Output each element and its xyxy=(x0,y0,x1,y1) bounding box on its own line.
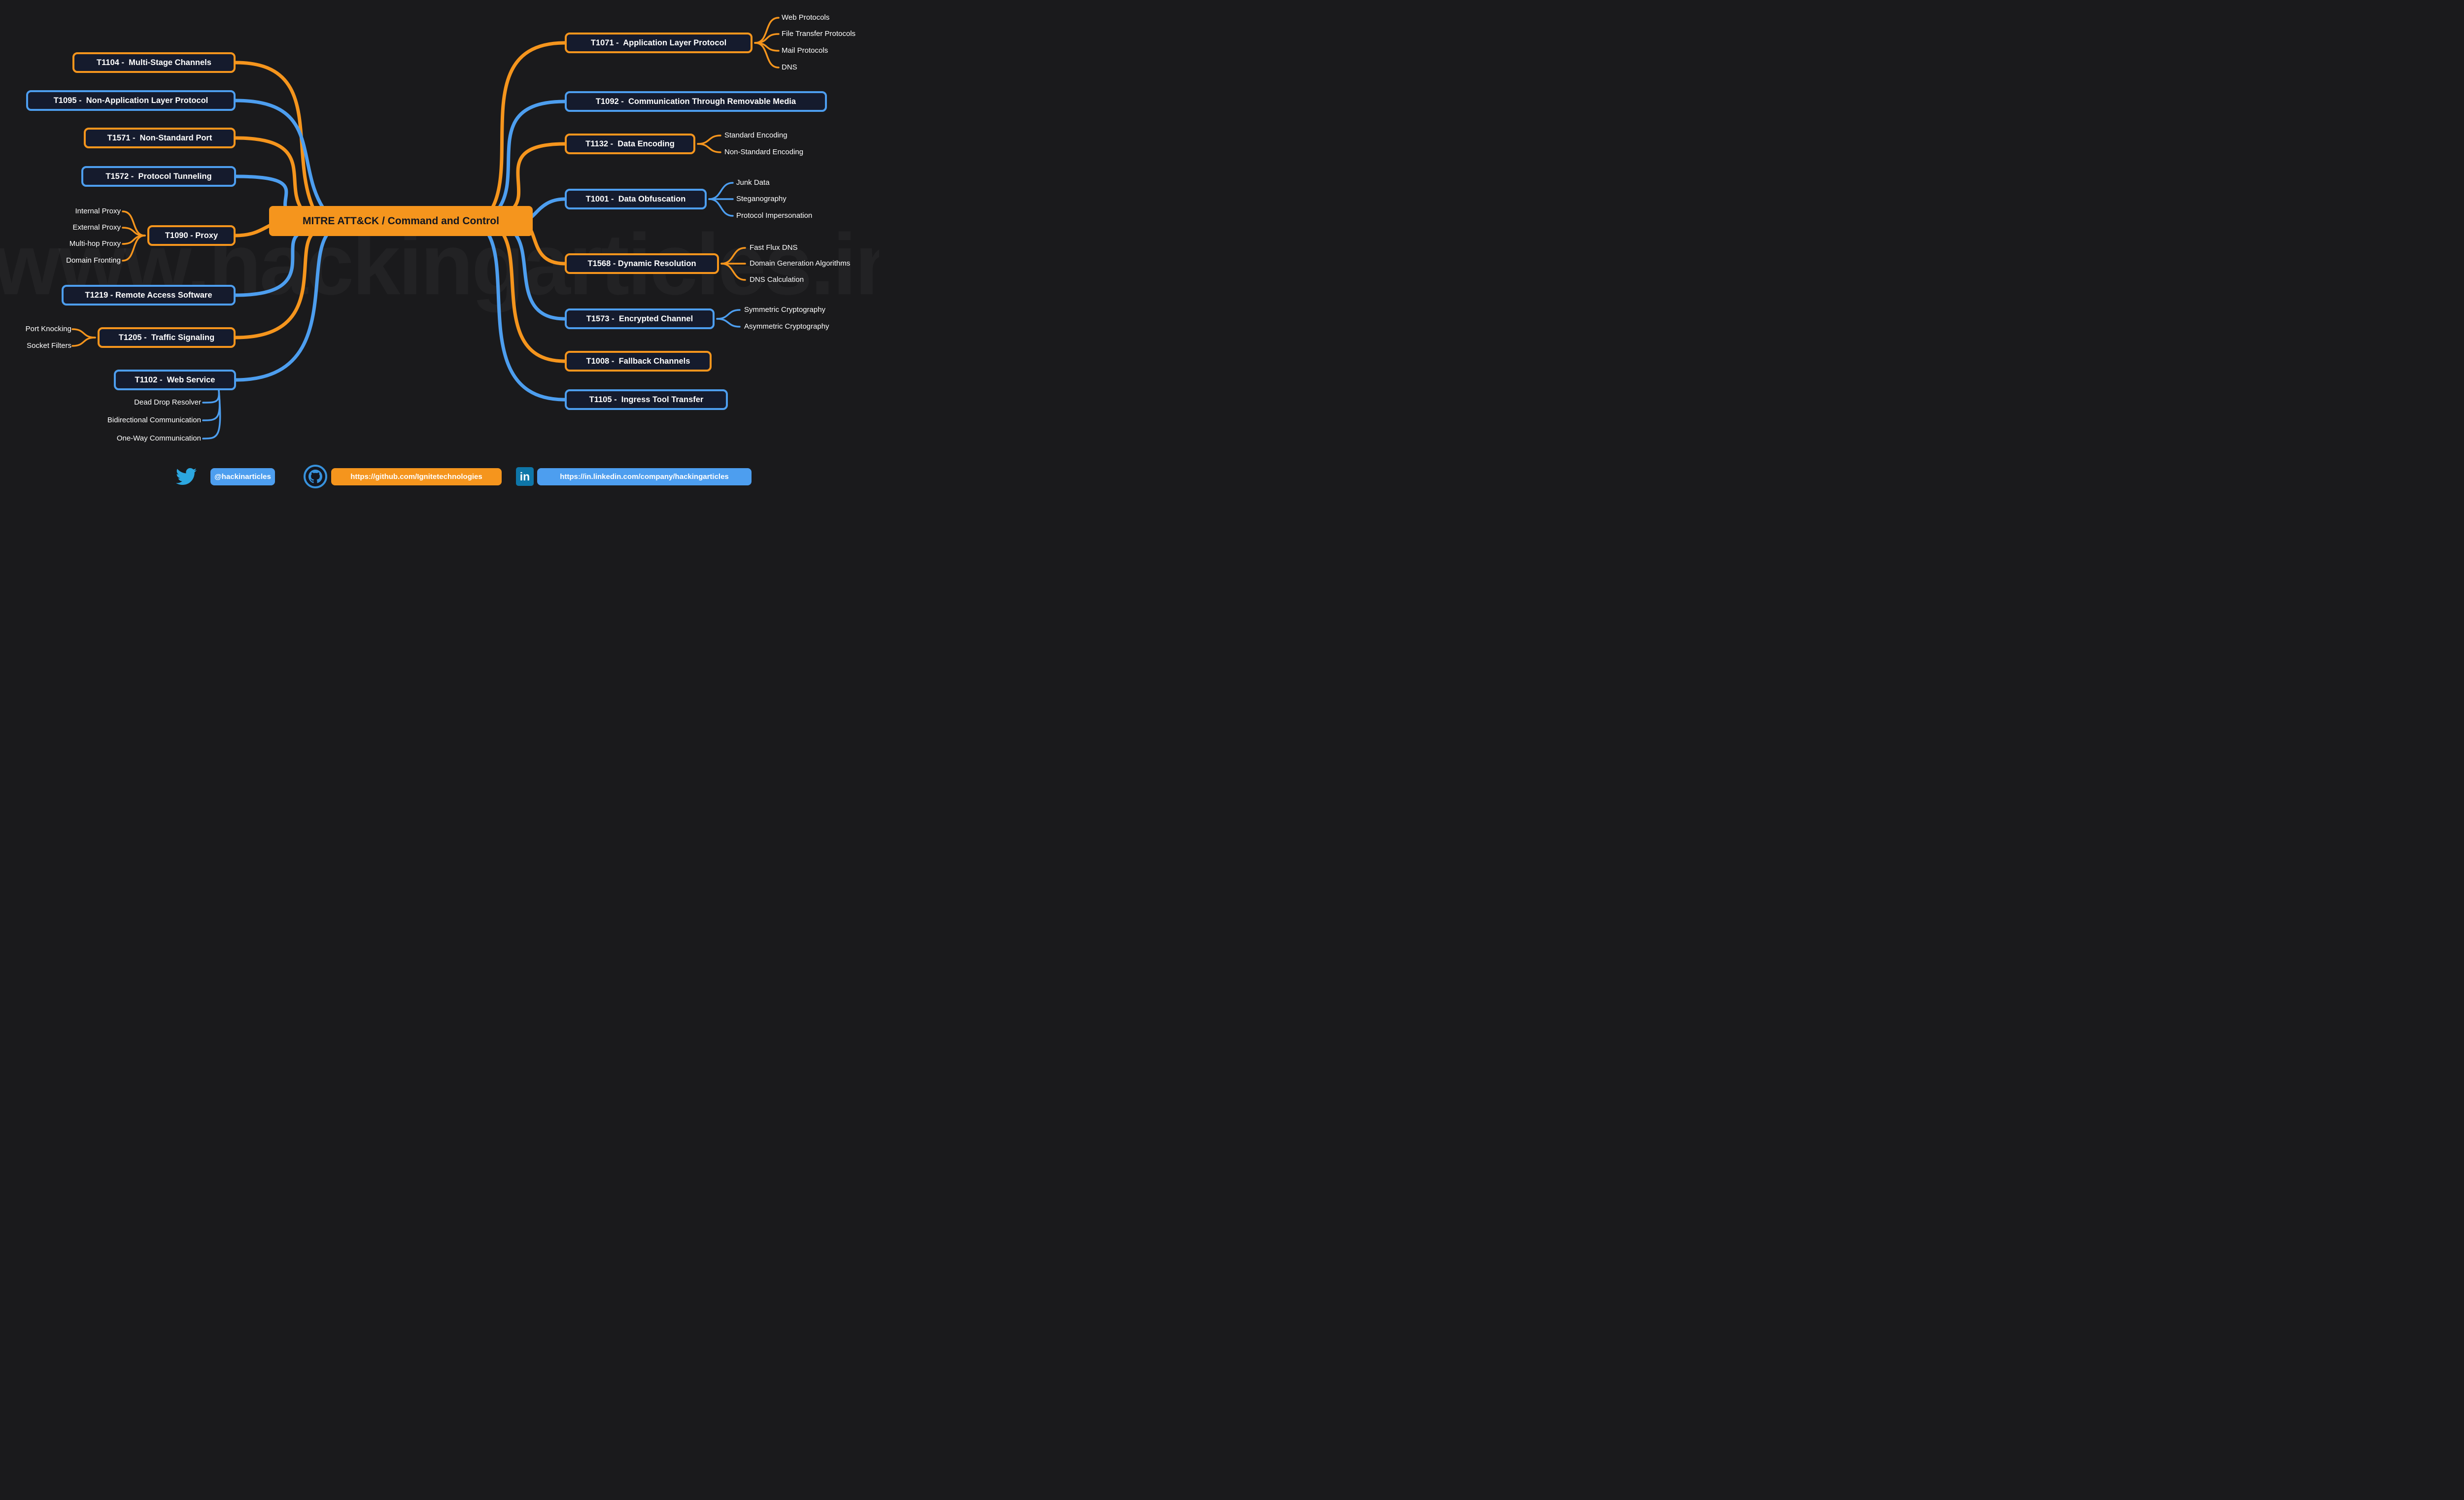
leaf-protocol-impersonation: Protocol Impersonation xyxy=(736,211,813,220)
leaf-non-standard-encoding: Non-Standard Encoding xyxy=(724,148,804,156)
twitter-handle-badge[interactable]: @hackinarticles xyxy=(210,468,275,485)
leaf-dead-drop-resolver: Dead Drop Resolver xyxy=(134,398,201,407)
leaf-steganography: Steganography xyxy=(736,195,787,203)
node-t1105: T1105 - Ingress Tool Transfer xyxy=(565,389,728,410)
t1102-child-branches xyxy=(202,389,221,440)
leaf-file-transfer-protocols: File Transfer Protocols xyxy=(782,30,856,38)
node-t1008: T1008 - Fallback Channels xyxy=(565,351,712,372)
node-t1132: T1132 - Data Encoding xyxy=(565,134,695,154)
mindmap-canvas: www.hackingarticles.in xyxy=(0,0,879,500)
node-t1071: T1071 - Application Layer Protocol xyxy=(565,33,753,53)
leaf-domain-generation-algorithms: Domain Generation Algorithms xyxy=(750,259,851,268)
leaf-asymmetric-cryptography: Asymmetric Cryptography xyxy=(744,322,829,331)
node-t1205: T1205 - Traffic Signaling xyxy=(98,327,236,348)
linkedin-url-badge[interactable]: https://in.linkedin.com/company/hackinga… xyxy=(537,468,752,485)
node-t1104: T1104 - Multi-Stage Channels xyxy=(72,52,236,73)
twitter-icon xyxy=(174,466,199,489)
github-url-badge[interactable]: https://github.com/Ignitetechnologies xyxy=(331,468,502,485)
node-t1001: T1001 - Data Obfuscation xyxy=(565,189,707,209)
center-node: MITRE ATT&CK / Command and Control xyxy=(269,206,533,236)
node-t1571: T1571 - Non-Standard Port xyxy=(84,128,236,148)
node-t1090: T1090 - Proxy xyxy=(147,225,236,246)
leaf-multi-hop-proxy: Multi-hop Proxy xyxy=(69,239,121,248)
leaf-internal-proxy: Internal Proxy xyxy=(75,207,121,215)
leaf-mail-protocols: Mail Protocols xyxy=(782,46,828,55)
t1001-child-branches xyxy=(708,182,734,217)
leaf-domain-fronting: Domain Fronting xyxy=(66,256,121,265)
leaf-one-way-communication: One-Way Communication xyxy=(116,434,201,443)
leaf-dns-calculation: DNS Calculation xyxy=(750,275,804,284)
github-icon xyxy=(304,465,327,488)
node-t1219: T1219 - Remote Access Software xyxy=(62,285,236,306)
t1071-child-branches xyxy=(754,17,780,68)
node-t1092: T1092 - Communication Through Removable … xyxy=(565,91,827,112)
leaf-fast-flux-dns: Fast Flux DNS xyxy=(750,243,798,252)
leaf-port-knocking: Port Knocking xyxy=(25,325,71,333)
linkedin-icon: in xyxy=(516,467,534,486)
t1132-child-branches xyxy=(697,135,721,153)
node-t1573: T1573 - Encrypted Channel xyxy=(565,308,715,329)
node-t1102: T1102 - Web Service xyxy=(114,370,236,390)
leaf-web-protocols: Web Protocols xyxy=(782,13,830,22)
leaf-external-proxy: External Proxy xyxy=(72,223,121,232)
leaf-bidirectional-communication: Bidirectional Communication xyxy=(107,416,201,424)
leaf-dns: DNS xyxy=(782,63,797,71)
leaf-junk-data: Junk Data xyxy=(736,178,770,187)
t1205-child-branches xyxy=(71,328,96,347)
leaf-socket-filters: Socket Filters xyxy=(27,341,71,350)
leaf-symmetric-cryptography: Symmetric Cryptography xyxy=(744,306,826,314)
node-t1568: T1568 - Dynamic Resolution xyxy=(565,253,719,274)
node-t1095: T1095 - Non-Application Layer Protocol xyxy=(26,90,236,111)
leaf-standard-encoding: Standard Encoding xyxy=(724,131,787,139)
node-t1572: T1572 - Protocol Tunneling xyxy=(81,166,236,187)
